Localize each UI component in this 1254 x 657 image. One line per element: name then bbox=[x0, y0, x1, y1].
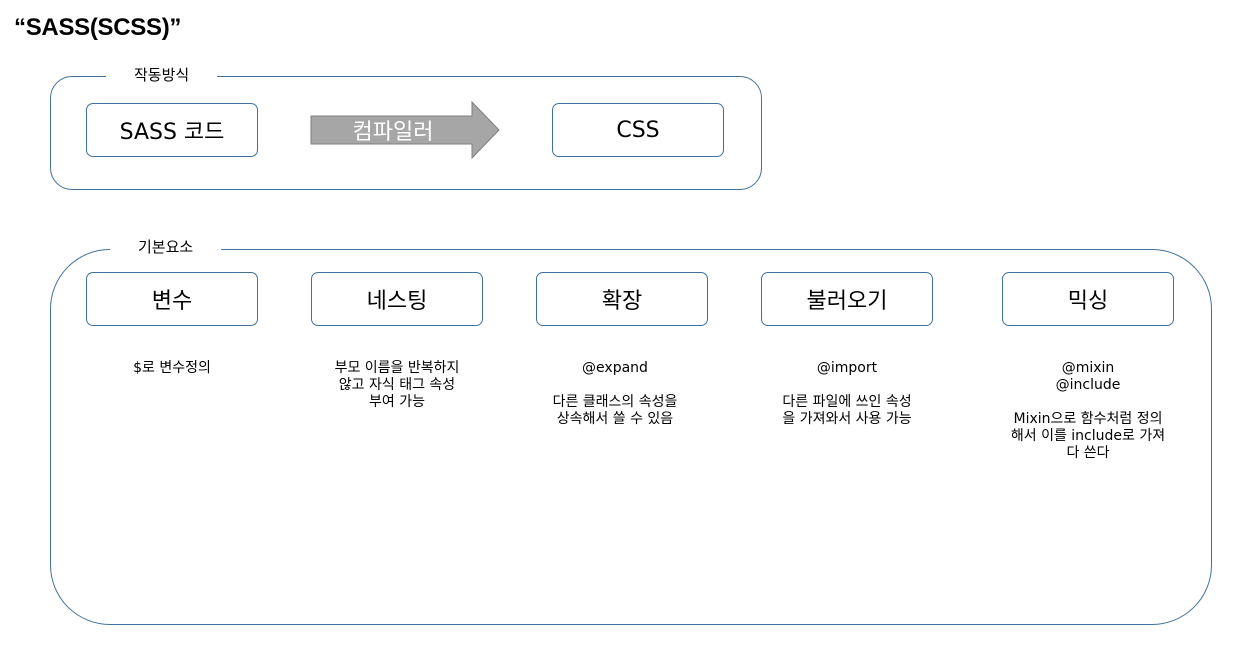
desc-line: 다른 클래스의 속성을 bbox=[552, 394, 678, 410]
desc-line: $로 변수정의 bbox=[133, 360, 211, 376]
desc-line: 부여 가능 bbox=[369, 394, 425, 410]
element-box-variable: 변수 bbox=[86, 272, 258, 326]
element-box-mixin: 믹싱 bbox=[1002, 272, 1174, 326]
desc-spacer bbox=[998, 394, 1178, 411]
element-desc-variable: $로 변수정의 bbox=[82, 360, 262, 377]
desc-line: 을 가져와서 사용 가능 bbox=[782, 411, 912, 427]
sass-code-label: SASS 코드 bbox=[119, 120, 225, 145]
compiler-arrow-icon bbox=[310, 101, 500, 159]
element-desc-nesting: 부모 이름을 반복하지 않고 자식 태그 속성 부여 가능 bbox=[307, 360, 487, 411]
desc-line: 부모 이름을 반복하지 bbox=[334, 360, 460, 376]
element-desc-extend: @expand 다른 클래스의 속성을 상속해서 쓸 수 있음 bbox=[525, 360, 705, 428]
element-desc-import: @import 다른 파일에 쓰인 속성 을 가져와서 사용 가능 bbox=[757, 360, 937, 428]
element-box-extend: 확장 bbox=[536, 272, 708, 326]
elements-group bbox=[50, 249, 1212, 625]
element-title: 확장 bbox=[601, 289, 643, 314]
operation-group bbox=[50, 76, 762, 190]
operation-group-label: 작동방식 bbox=[106, 66, 218, 84]
desc-spacer bbox=[757, 377, 937, 394]
element-title: 믹싱 bbox=[1067, 289, 1109, 314]
desc-line: 다 쓴다 bbox=[1066, 445, 1110, 461]
css-label: CSS bbox=[616, 117, 660, 143]
desc-line: @import bbox=[816, 360, 878, 376]
element-box-import: 불러오기 bbox=[761, 272, 933, 326]
css-box: CSS bbox=[552, 103, 724, 157]
desc-line: 상속해서 쓸 수 있음 bbox=[556, 411, 674, 427]
element-box-nesting: 네스팅 bbox=[311, 272, 483, 326]
elements-group-label: 기본요소 bbox=[110, 238, 222, 256]
desc-line: Mixin으로 함수처럼 정의 bbox=[1013, 411, 1163, 427]
desc-line: 해서 이를 include로 가져 bbox=[1010, 428, 1166, 444]
element-title: 네스팅 bbox=[366, 289, 428, 314]
element-desc-mixin: @mixin @include Mixin으로 함수처럼 정의 해서 이를 in… bbox=[998, 360, 1178, 462]
desc-line: 않고 자식 태그 속성 bbox=[338, 377, 456, 393]
sass-code-box: SASS 코드 bbox=[86, 103, 258, 157]
desc-line: 다른 파일에 쓰인 속성 bbox=[782, 394, 912, 410]
desc-line: @expand bbox=[582, 360, 648, 376]
element-title: 변수 bbox=[151, 289, 193, 314]
desc-line: @include bbox=[1055, 377, 1121, 393]
element-title: 불러오기 bbox=[806, 289, 888, 314]
page-title: “SASS(SCSS)” bbox=[14, 14, 182, 41]
desc-line: @mixin bbox=[1061, 360, 1115, 376]
compiler-label: 컴파일러 bbox=[352, 120, 434, 145]
desc-spacer bbox=[525, 377, 705, 394]
